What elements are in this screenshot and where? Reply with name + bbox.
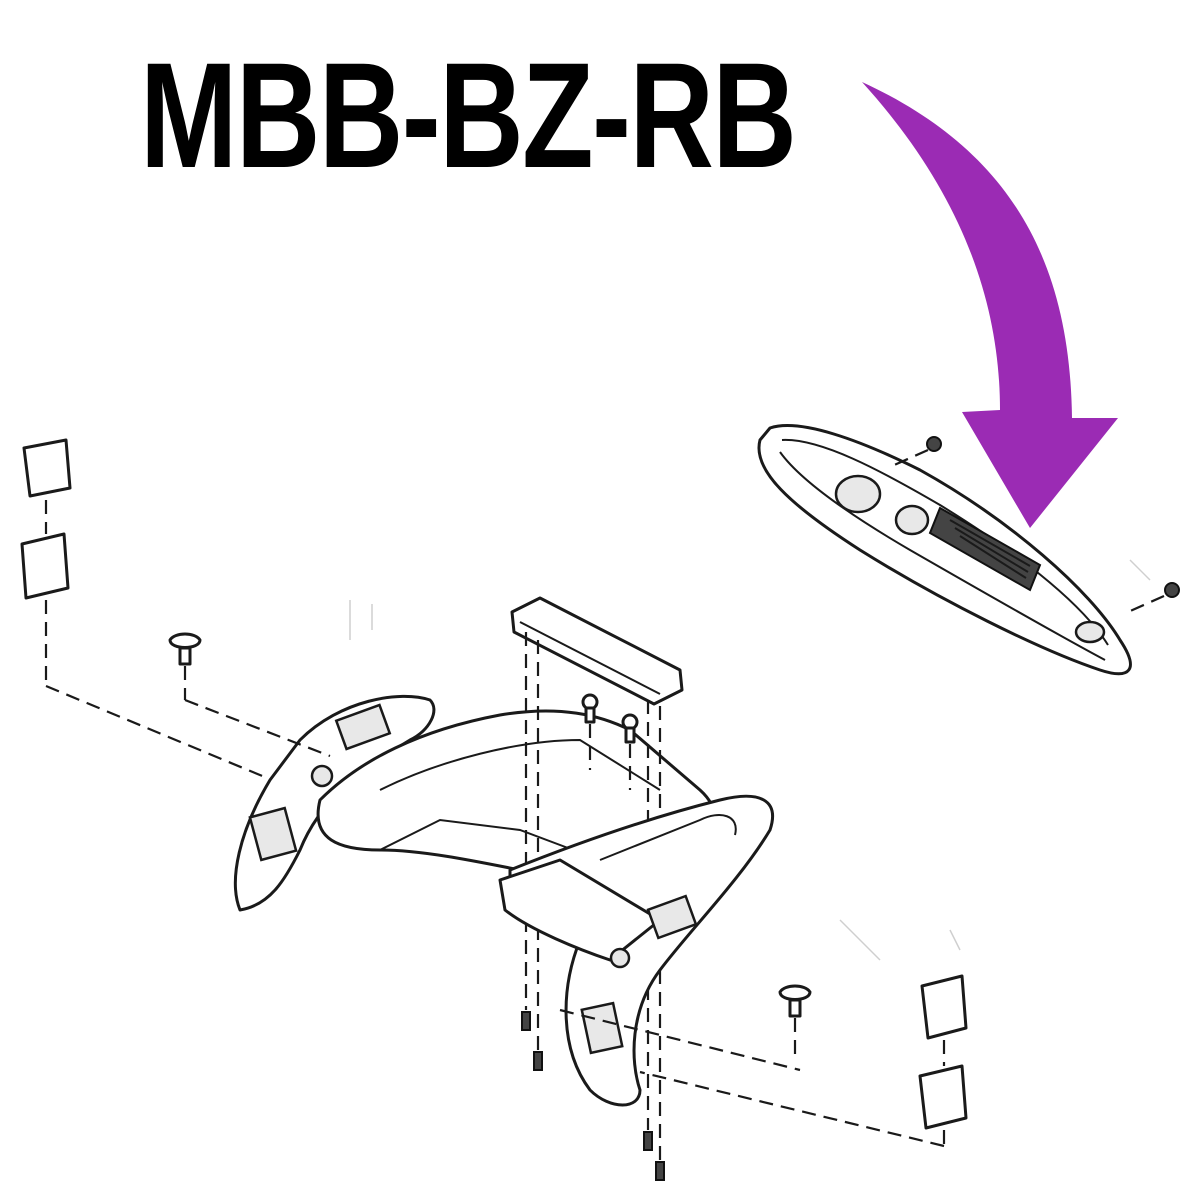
screw-icon [581, 693, 639, 790]
screw-icon [521, 1011, 665, 1181]
reflector-icon [639, 974, 968, 1148]
faint-sketch-marks [349, 559, 1151, 961]
screw-icon [891, 436, 1180, 614]
rear-fender-assembly-icon [233, 596, 801, 1160]
screw-icon [778, 984, 812, 1056]
screw-icon [168, 632, 331, 758]
reflector-icon [20, 438, 321, 802]
curved-arrow-icon [862, 82, 1118, 528]
rear-light-bar-icon [757, 424, 1132, 676]
